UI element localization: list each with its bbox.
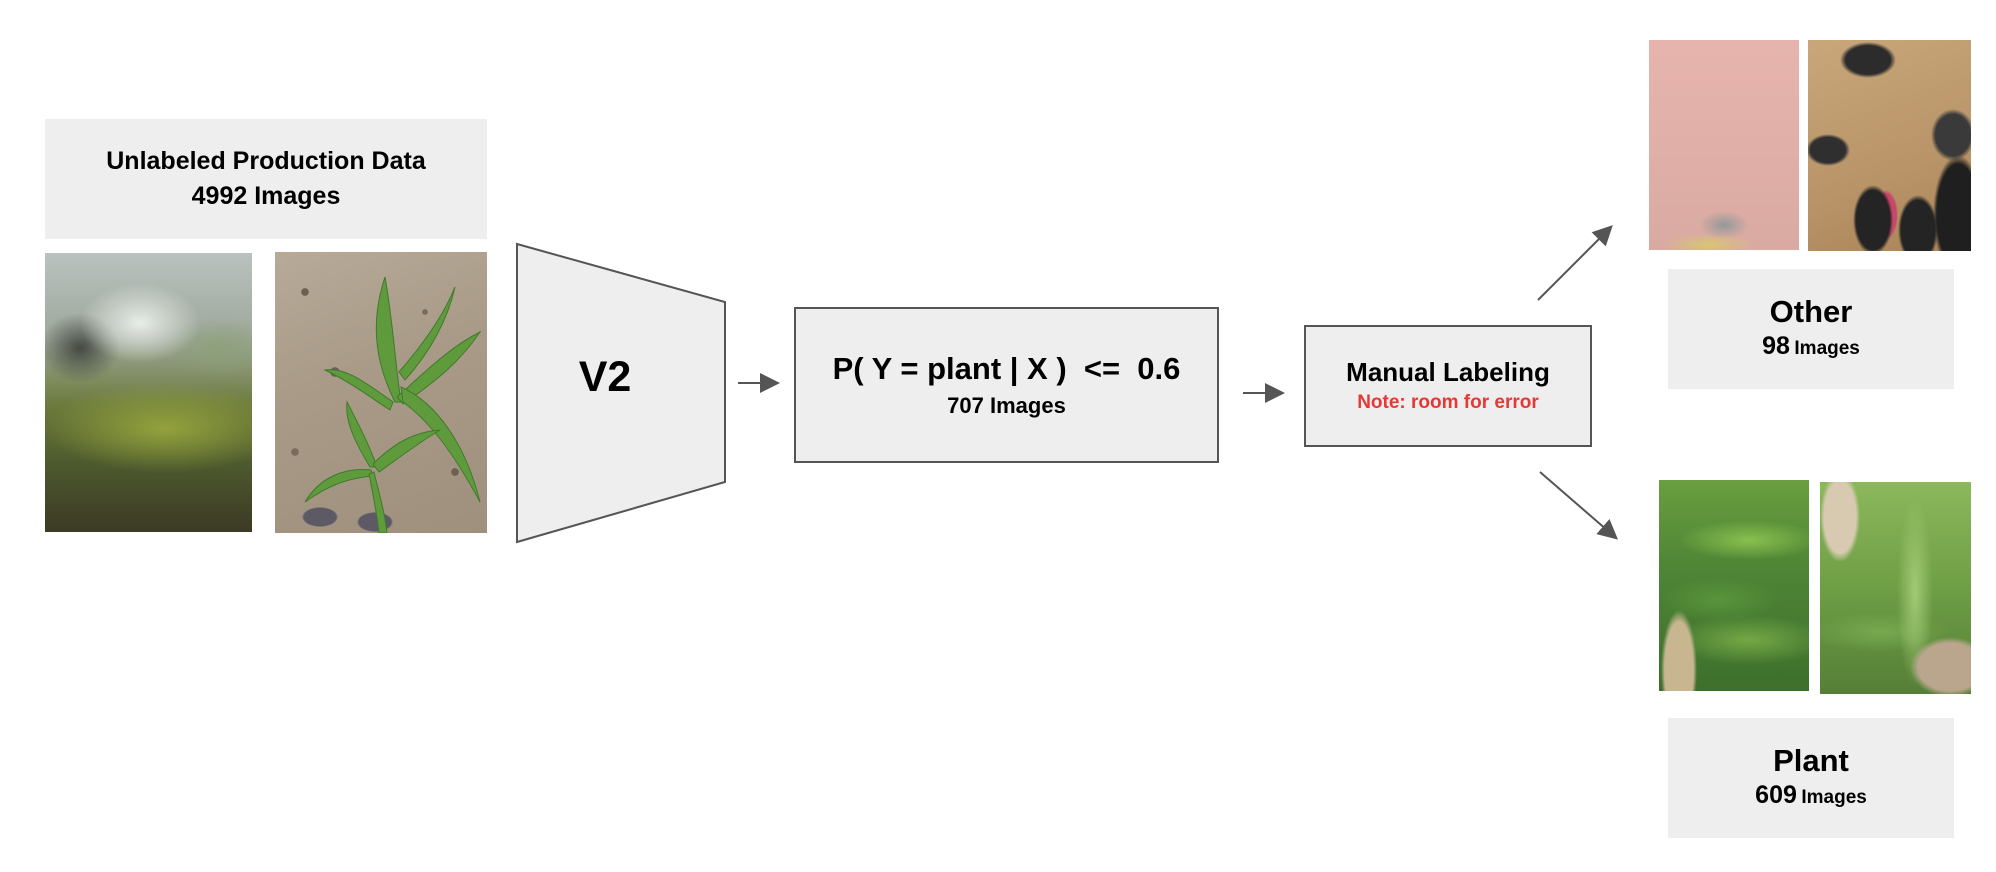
manual-labeling-note: Note: room for error [1357, 392, 1539, 413]
source-title: Unlabeled Production Data [106, 147, 426, 175]
output-other-count: 98 Images [1762, 331, 1860, 365]
arrow-labeling-to-plant [1539, 471, 1619, 540]
filter-image-count: 707 Images [947, 393, 1066, 418]
other-sample-photo-feet [1808, 40, 1971, 251]
plant-sample-photo-1 [1659, 480, 1809, 691]
manual-labeling-box: Manual Labeling Note: room for error [1304, 325, 1592, 447]
plant-sample-photo-2 [1820, 482, 1971, 694]
seedling-leaves [304, 276, 482, 533]
output-plant-count-unit: Images [1801, 787, 1867, 808]
source-image-count: 4992 Images [191, 182, 341, 210]
output-plant-title: Plant [1773, 743, 1849, 778]
filter-formula: P( Y = plant | X ) <= 0.6 [832, 351, 1181, 386]
output-other-count-number: 98 [1762, 332, 1790, 360]
model-trapezoid [516, 242, 726, 544]
manual-labeling-title: Manual Labeling [1346, 357, 1550, 387]
source-data-box: Unlabeled Production Data 4992 Images [45, 119, 487, 239]
output-other-title: Other [1769, 294, 1853, 329]
output-plant-count: 609 Images [1755, 780, 1867, 814]
output-other-box: Other 98 Images [1668, 269, 1954, 389]
arrow-labeling-to-other [1537, 225, 1613, 301]
sample-photo-seedling [275, 252, 487, 533]
sample-photo-blurry [45, 253, 252, 532]
output-plant-count-number: 609 [1755, 781, 1797, 809]
model-label: V2 [578, 353, 632, 401]
other-sample-photo-floor [1649, 40, 1799, 250]
confidence-filter-box: P( Y = plant | X ) <= 0.6 707 Images [794, 307, 1219, 463]
output-other-count-unit: Images [1794, 338, 1860, 359]
output-plant-box: Plant 609 Images [1668, 718, 1954, 838]
